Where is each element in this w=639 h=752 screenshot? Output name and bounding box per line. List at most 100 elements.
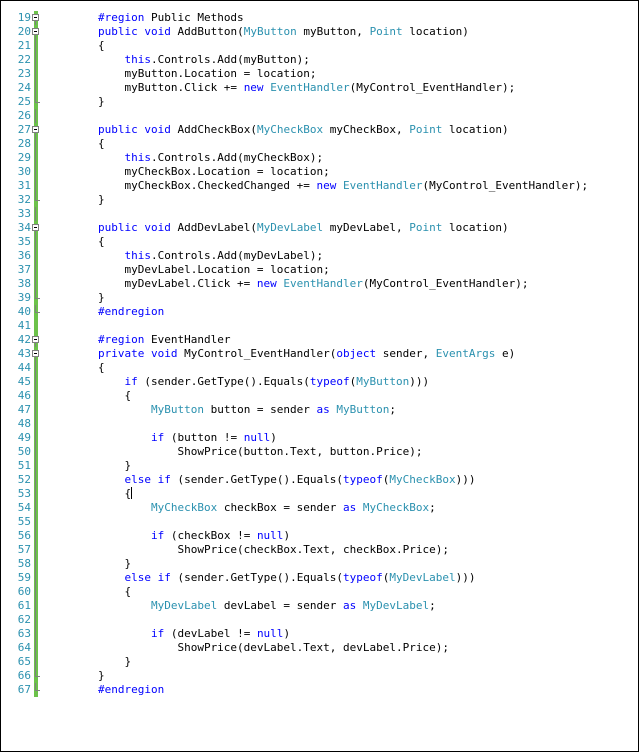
code-line[interactable]: 47 MyButton button = sender as MyButton;: [1, 403, 638, 417]
code-line[interactable]: 22 this.Controls.Add(myButton);: [1, 53, 638, 67]
code-text[interactable]: }: [45, 655, 635, 669]
code-line[interactable]: 36 this.Controls.Add(myDevLabel);: [1, 249, 638, 263]
code-text[interactable]: this.Controls.Add(myCheckBox);: [45, 151, 635, 165]
code-line[interactable]: 65 }: [1, 655, 638, 669]
code-line[interactable]: 54 MyCheckBox checkBox = sender as MyChe…: [1, 501, 638, 515]
code-text[interactable]: myDevLabel.Click += new EventHandler(MyC…: [45, 277, 635, 291]
code-text[interactable]: {: [45, 389, 635, 403]
code-text[interactable]: private void MyControl_EventHandler(obje…: [45, 347, 635, 361]
collapse-icon[interactable]: [32, 28, 39, 35]
code-text[interactable]: #endregion: [45, 683, 635, 697]
code-line[interactable]: 44 {: [1, 361, 638, 375]
collapse-icon[interactable]: [32, 224, 39, 231]
code-line[interactable]: 58 }: [1, 557, 638, 571]
code-text[interactable]: #region EventHandler: [45, 333, 635, 347]
code-line[interactable]: 37 myDevLabel.Location = location;: [1, 263, 638, 277]
code-text[interactable]: myButton.Location = location;: [45, 67, 635, 81]
code-line[interactable]: 27 public void AddCheckBox(MyCheckBox my…: [1, 123, 638, 137]
code-line[interactable]: 66 }: [1, 669, 638, 683]
code-line[interactable]: 34 public void AddDevLabel(MyDevLabel my…: [1, 221, 638, 235]
code-line[interactable]: 20 public void AddButton(MyButton myButt…: [1, 25, 638, 39]
code-line[interactable]: 33: [1, 207, 638, 221]
code-line[interactable]: 29 this.Controls.Add(myCheckBox);: [1, 151, 638, 165]
code-text[interactable]: {: [45, 235, 635, 249]
code-text[interactable]: public void AddCheckBox(MyCheckBox myChe…: [45, 123, 635, 137]
code-line[interactable]: 43 private void MyControl_EventHandler(o…: [1, 347, 638, 361]
code-text[interactable]: }: [45, 557, 635, 571]
code-line[interactable]: 56 if (checkBox != null): [1, 529, 638, 543]
code-text[interactable]: if (button != null): [45, 431, 635, 445]
code-line[interactable]: 31 myCheckBox.CheckedChanged += new Even…: [1, 179, 638, 193]
code-line[interactable]: 64 ShowPrice(devLabel.Text, devLabel.Pri…: [1, 641, 638, 655]
code-text[interactable]: ShowPrice(checkBox.Text, checkBox.Price)…: [45, 543, 635, 557]
code-line[interactable]: 41: [1, 319, 638, 333]
code-text[interactable]: myCheckBox.CheckedChanged += new EventHa…: [45, 179, 635, 193]
code-line[interactable]: 63 if (devLabel != null): [1, 627, 638, 641]
code-line[interactable]: 30 myCheckBox.Location = location;: [1, 165, 638, 179]
code-line[interactable]: 35 {: [1, 235, 638, 249]
code-text[interactable]: if (sender.GetType().Equals(typeof(MyBut…: [45, 375, 635, 389]
code-text[interactable]: if (checkBox != null): [45, 529, 635, 543]
code-line[interactable]: 52 else if (sender.GetType().Equals(type…: [1, 473, 638, 487]
collapse-icon[interactable]: [32, 336, 39, 343]
code-line[interactable]: 67 #endregion: [1, 683, 638, 697]
code-line[interactable]: 24 myButton.Click += new EventHandler(My…: [1, 81, 638, 95]
code-text[interactable]: {: [45, 585, 635, 599]
code-text[interactable]: {: [45, 361, 635, 375]
code-text[interactable]: {: [45, 487, 635, 501]
code-line[interactable]: 38 myDevLabel.Click += new EventHandler(…: [1, 277, 638, 291]
code-line[interactable]: 46 {: [1, 389, 638, 403]
code-text[interactable]: MyButton button = sender as MyButton;: [45, 403, 635, 417]
code-text[interactable]: ShowPrice(devLabel.Text, devLabel.Price)…: [45, 641, 635, 655]
code-text[interactable]: {: [45, 137, 635, 151]
code-text[interactable]: MyCheckBox checkBox = sender as MyCheckB…: [45, 501, 635, 515]
code-text[interactable]: public void AddButton(MyButton myButton,…: [45, 25, 635, 39]
code-line[interactable]: 21 {: [1, 39, 638, 53]
code-text[interactable]: }: [45, 669, 635, 683]
code-text[interactable]: this.Controls.Add(myButton);: [45, 53, 635, 67]
code-text[interactable]: if (devLabel != null): [45, 627, 635, 641]
code-text[interactable]: else if (sender.GetType().Equals(typeof(…: [45, 571, 635, 585]
code-text[interactable]: }: [45, 459, 635, 473]
code-text[interactable]: }: [45, 193, 635, 207]
code-line[interactable]: 25 }: [1, 95, 638, 109]
code-text[interactable]: {: [45, 39, 635, 53]
code-text[interactable]: public void AddDevLabel(MyDevLabel myDev…: [45, 221, 635, 235]
code-text[interactable]: this.Controls.Add(myDevLabel);: [45, 249, 635, 263]
code-line[interactable]: 40 #endregion: [1, 305, 638, 319]
collapse-icon[interactable]: [32, 126, 39, 133]
code-text[interactable]: else if (sender.GetType().Equals(typeof(…: [45, 473, 635, 487]
code-line[interactable]: 55: [1, 515, 638, 529]
code-text[interactable]: #endregion: [45, 305, 635, 319]
code-text[interactable]: myDevLabel.Location = location;: [45, 263, 635, 277]
code-text[interactable]: myButton.Click += new EventHandler(MyCon…: [45, 81, 635, 95]
code-line[interactable]: 60 {: [1, 585, 638, 599]
code-line[interactable]: 45 if (sender.GetType().Equals(typeof(My…: [1, 375, 638, 389]
code-text[interactable]: myCheckBox.Location = location;: [45, 165, 635, 179]
code-line[interactable]: 59 else if (sender.GetType().Equals(type…: [1, 571, 638, 585]
collapse-icon[interactable]: [32, 14, 39, 21]
code-line[interactable]: 28 {: [1, 137, 638, 151]
collapse-icon[interactable]: [32, 350, 39, 357]
code-line[interactable]: 26: [1, 109, 638, 123]
code-line[interactable]: 57 ShowPrice(checkBox.Text, checkBox.Pri…: [1, 543, 638, 557]
code-line[interactable]: 49 if (button != null): [1, 431, 638, 445]
code-line[interactable]: 39 }: [1, 291, 638, 305]
code-line[interactable]: 61 MyDevLabel devLabel = sender as MyDev…: [1, 599, 638, 613]
code-line[interactable]: 51 }: [1, 459, 638, 473]
code-line[interactable]: 48: [1, 417, 638, 431]
code-line[interactable]: 62: [1, 613, 638, 627]
code-line[interactable]: 19 #region Public Methods: [1, 11, 638, 25]
code-text[interactable]: }: [45, 95, 635, 109]
code-line[interactable]: 50 ShowPrice(button.Text, button.Price);: [1, 445, 638, 459]
code-text[interactable]: MyDevLabel devLabel = sender as MyDevLab…: [45, 599, 635, 613]
code-text[interactable]: }: [45, 291, 635, 305]
code-text[interactable]: #region Public Methods: [45, 11, 635, 25]
code-line[interactable]: 53 {: [1, 487, 638, 501]
code-text[interactable]: ShowPrice(button.Text, button.Price);: [45, 445, 635, 459]
code-line[interactable]: 23 myButton.Location = location;: [1, 67, 638, 81]
code-line[interactable]: 42 #region EventHandler: [1, 333, 638, 347]
code-line[interactable]: 32 }: [1, 193, 638, 207]
